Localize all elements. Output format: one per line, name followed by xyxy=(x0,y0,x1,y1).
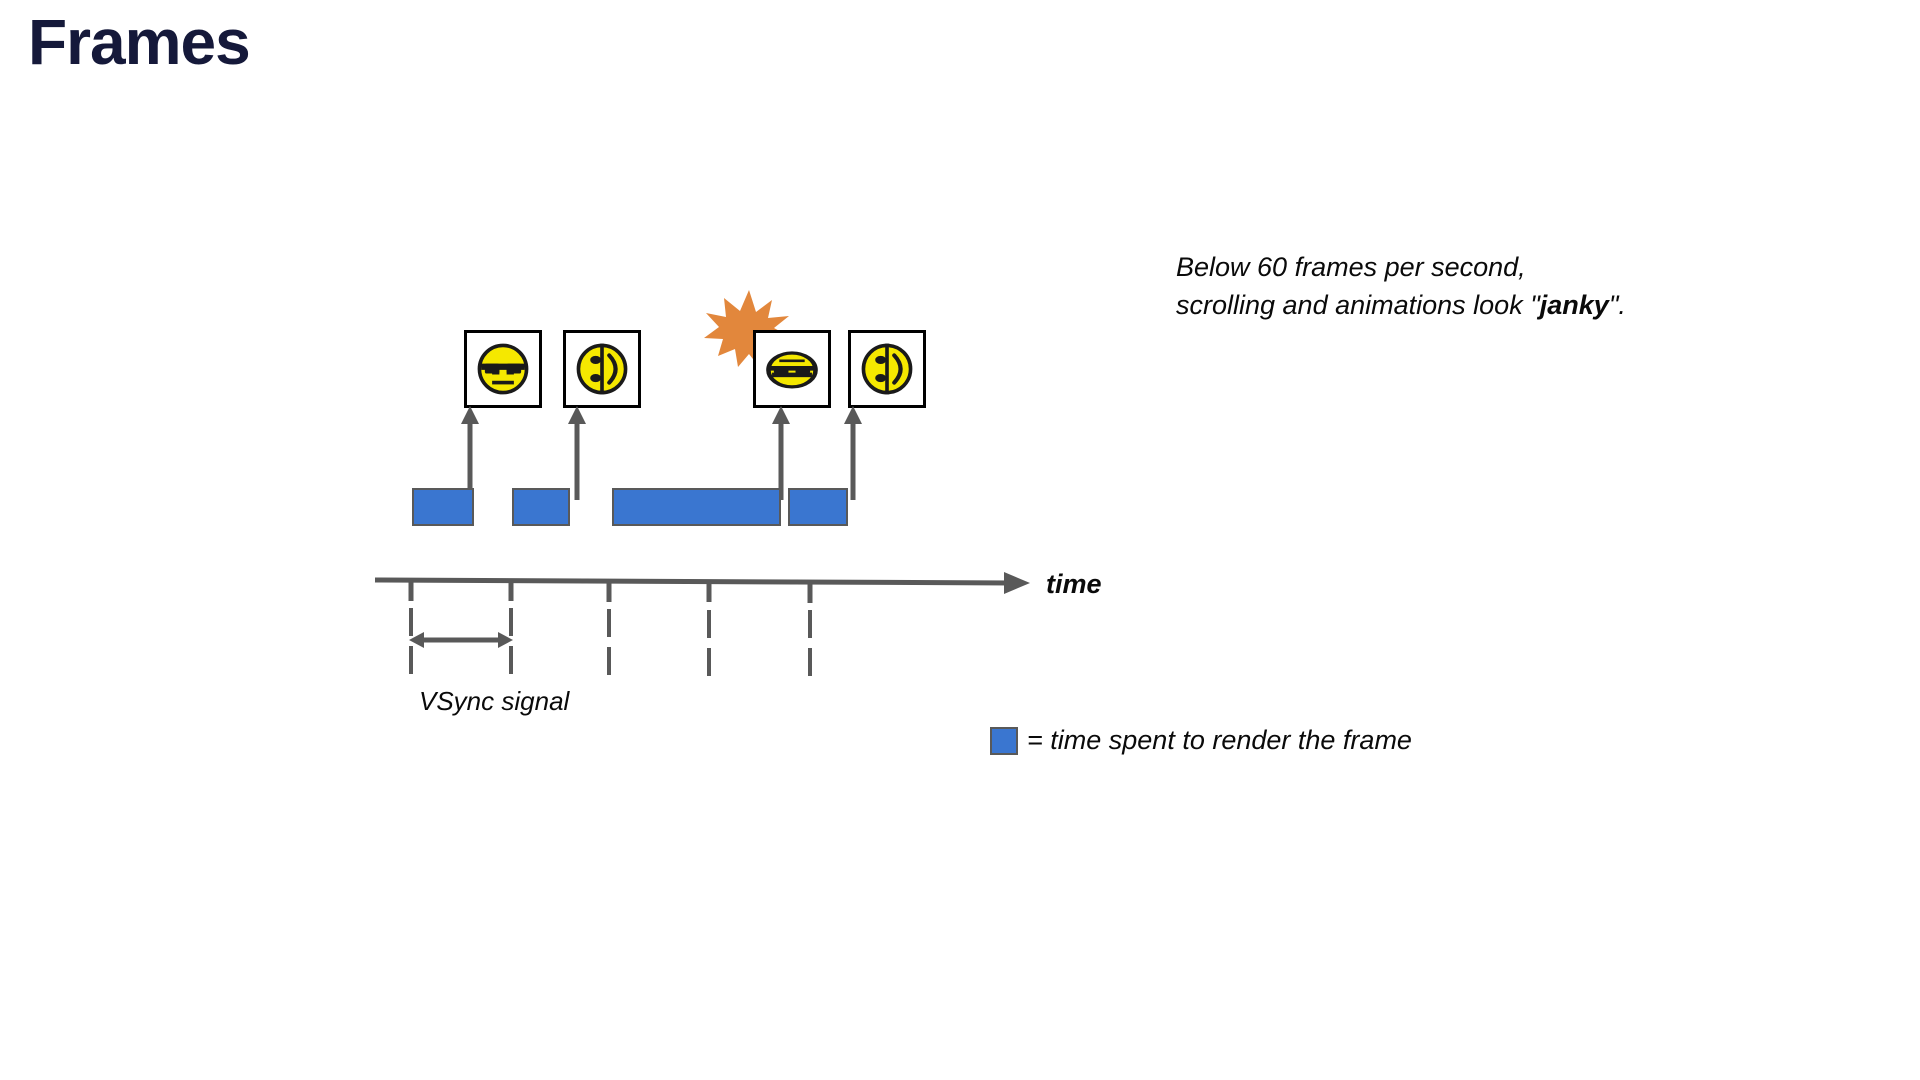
janky-note-line-2-suffix: ". xyxy=(1608,290,1626,321)
smiley-sunglasses-squashed-icon xyxy=(766,351,818,389)
frame-arrow-1 xyxy=(461,406,479,500)
vsync-dash xyxy=(808,648,812,676)
smiley-rotated-icon xyxy=(861,343,913,395)
frame-arrow-4 xyxy=(844,406,862,500)
smiley-sunglasses-icon xyxy=(477,343,529,395)
render-bar-1[interactable] xyxy=(412,488,474,526)
frame-arrow-3 xyxy=(772,406,790,500)
vsync-dash xyxy=(707,648,711,676)
frame-thumbnail-2[interactable] xyxy=(563,330,641,408)
legend-color-swatch xyxy=(990,726,1018,755)
vsync-dash xyxy=(808,610,812,638)
vsync-dash xyxy=(509,608,513,636)
smiley-rotated-icon xyxy=(576,343,628,395)
legend-label: = time spent to render the frame xyxy=(1027,725,1412,755)
janky-note-line-1: Below 60 frames per second, xyxy=(1176,252,1526,282)
frame-thumbnail-1[interactable] xyxy=(464,330,542,408)
janky-note-line-2-prefix: scrolling and animations look " xyxy=(1176,290,1540,321)
page-title: Frames xyxy=(28,6,251,78)
janky-note-line-2: scrolling and animations look "janky". xyxy=(1176,286,1796,324)
janky-note: Below 60 frames per second, scrolling an… xyxy=(1176,248,1796,325)
time-axis-label: time xyxy=(1046,569,1102,599)
frame-thumbnail-3[interactable] xyxy=(753,330,831,408)
render-bar-4[interactable] xyxy=(788,488,848,526)
vsync-dash xyxy=(707,610,711,638)
frame-arrow-2 xyxy=(568,406,586,500)
vsync-dash xyxy=(409,646,413,674)
render-bar-3[interactable] xyxy=(612,488,781,526)
vsync-signal-label: VSync signal xyxy=(419,686,570,716)
vsync-dash xyxy=(409,608,413,636)
vsync-dash xyxy=(607,647,611,675)
legend: = time spent to render the frame xyxy=(990,725,1412,756)
vsync-dash xyxy=(607,609,611,637)
vsync-dash xyxy=(509,646,513,674)
frame-thumbnail-4[interactable] xyxy=(848,330,926,408)
janky-keyword: janky xyxy=(1539,290,1609,321)
render-bar-2[interactable] xyxy=(512,488,570,526)
